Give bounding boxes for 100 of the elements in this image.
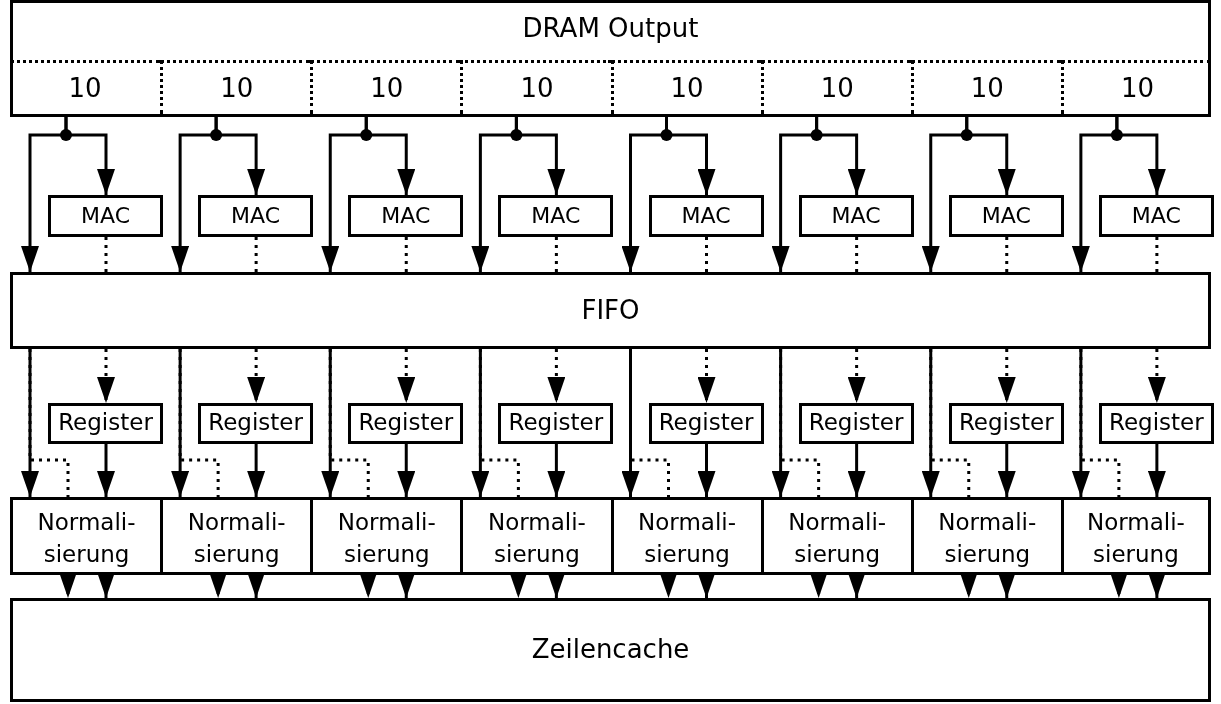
block-label: Normali- sierung bbox=[1085, 508, 1186, 570]
bit-width-label: 10 bbox=[969, 72, 1005, 105]
arrow bbox=[247, 444, 266, 497]
data-cell bbox=[160, 60, 311, 114]
register-box bbox=[798, 403, 914, 444]
arrow bbox=[97, 444, 115, 497]
arrow bbox=[965, 117, 1016, 195]
arrow bbox=[397, 349, 416, 403]
mac-unit-box bbox=[348, 195, 464, 237]
data-cell bbox=[610, 60, 761, 114]
mac-unit-box bbox=[48, 195, 163, 237]
arrow bbox=[97, 349, 115, 403]
arrow bbox=[959, 572, 978, 598]
arrow bbox=[547, 349, 566, 403]
arrow bbox=[397, 572, 416, 598]
arrow bbox=[514, 117, 566, 195]
block-label: MAC bbox=[530, 202, 582, 230]
arrow bbox=[997, 349, 1016, 403]
arrow bbox=[1071, 349, 1090, 497]
register-box bbox=[1098, 403, 1214, 444]
block-label: Register bbox=[807, 409, 905, 437]
arrow bbox=[921, 349, 940, 497]
block-label: Register bbox=[1108, 409, 1205, 437]
data-cell bbox=[910, 60, 1061, 114]
arrow bbox=[997, 572, 1016, 598]
arrow bbox=[64, 117, 115, 195]
block-label: Zeilencache bbox=[530, 634, 691, 666]
arrow bbox=[697, 572, 716, 598]
arrow bbox=[1115, 117, 1166, 195]
mac-unit-box bbox=[948, 195, 1064, 237]
arrow bbox=[471, 349, 490, 497]
arrow bbox=[21, 349, 39, 497]
block-label: Register bbox=[507, 409, 605, 437]
arrow bbox=[509, 572, 528, 598]
block-label: Register bbox=[207, 409, 304, 437]
memory-block bbox=[10, 0, 1211, 117]
block-label: MAC bbox=[230, 202, 282, 230]
block-label: Register bbox=[57, 409, 154, 437]
bit-width-label: 10 bbox=[219, 72, 255, 105]
data-cell bbox=[310, 60, 461, 114]
arrow bbox=[547, 444, 566, 497]
arrow bbox=[621, 349, 640, 497]
register-box bbox=[198, 403, 314, 444]
arrow bbox=[847, 572, 866, 598]
block-label: MAC bbox=[830, 202, 882, 230]
arrow bbox=[397, 444, 416, 497]
block-label: Normali- sierung bbox=[637, 508, 737, 570]
mac-unit-box bbox=[648, 195, 764, 237]
block-label: Normali- sierung bbox=[486, 508, 587, 570]
register-box bbox=[648, 403, 764, 444]
arrow bbox=[1147, 444, 1166, 497]
block-label: Normali- sierung bbox=[336, 508, 437, 570]
block-label: Normali- sierung bbox=[787, 508, 888, 570]
arrow bbox=[364, 117, 416, 195]
arrow bbox=[697, 444, 716, 497]
block-label: Normali- sierung bbox=[937, 508, 1038, 570]
block-label: MAC bbox=[1130, 202, 1182, 230]
bit-width-label: 10 bbox=[67, 72, 103, 105]
block-label: MAC bbox=[680, 202, 732, 230]
arrow bbox=[247, 349, 266, 403]
arrow bbox=[59, 572, 77, 598]
block-label: Normali- sierung bbox=[186, 508, 287, 570]
bit-width-label: 10 bbox=[369, 72, 405, 105]
arrow bbox=[847, 349, 866, 403]
arrow bbox=[359, 572, 378, 598]
register-box bbox=[348, 403, 464, 444]
register-box bbox=[948, 403, 1064, 444]
arrow bbox=[771, 349, 790, 497]
bit-width-label: 10 bbox=[819, 72, 855, 105]
block-label: Register bbox=[657, 409, 755, 437]
arrow bbox=[815, 117, 866, 195]
bit-width-label: 10 bbox=[519, 72, 555, 105]
block-label: MAC bbox=[380, 202, 432, 230]
arrow bbox=[321, 349, 340, 497]
arrow bbox=[997, 444, 1016, 497]
arrow bbox=[847, 444, 866, 497]
arrow bbox=[659, 572, 678, 598]
arrow bbox=[1147, 572, 1166, 598]
register-box bbox=[498, 403, 614, 444]
mac-unit-box bbox=[798, 195, 914, 237]
arrow bbox=[97, 572, 115, 598]
arrow bbox=[247, 572, 266, 598]
normalization-box bbox=[460, 497, 614, 575]
bit-width-label: 10 bbox=[669, 72, 705, 105]
arrow bbox=[809, 572, 828, 598]
arrow bbox=[1147, 349, 1166, 403]
arrow bbox=[171, 349, 190, 497]
arrow bbox=[697, 349, 716, 403]
mac-unit-box bbox=[498, 195, 614, 237]
block-label: MAC bbox=[80, 202, 131, 230]
data-cell bbox=[460, 60, 611, 114]
register-box bbox=[48, 403, 163, 444]
arrow bbox=[209, 572, 228, 598]
data-cell bbox=[760, 60, 911, 114]
arrow bbox=[214, 117, 266, 195]
mac-unit-box bbox=[198, 195, 314, 237]
block-label: Register bbox=[357, 409, 455, 437]
data-cell bbox=[1060, 60, 1211, 114]
block-label: DRAM Output bbox=[522, 13, 699, 45]
mac-unit-box bbox=[1098, 195, 1214, 237]
